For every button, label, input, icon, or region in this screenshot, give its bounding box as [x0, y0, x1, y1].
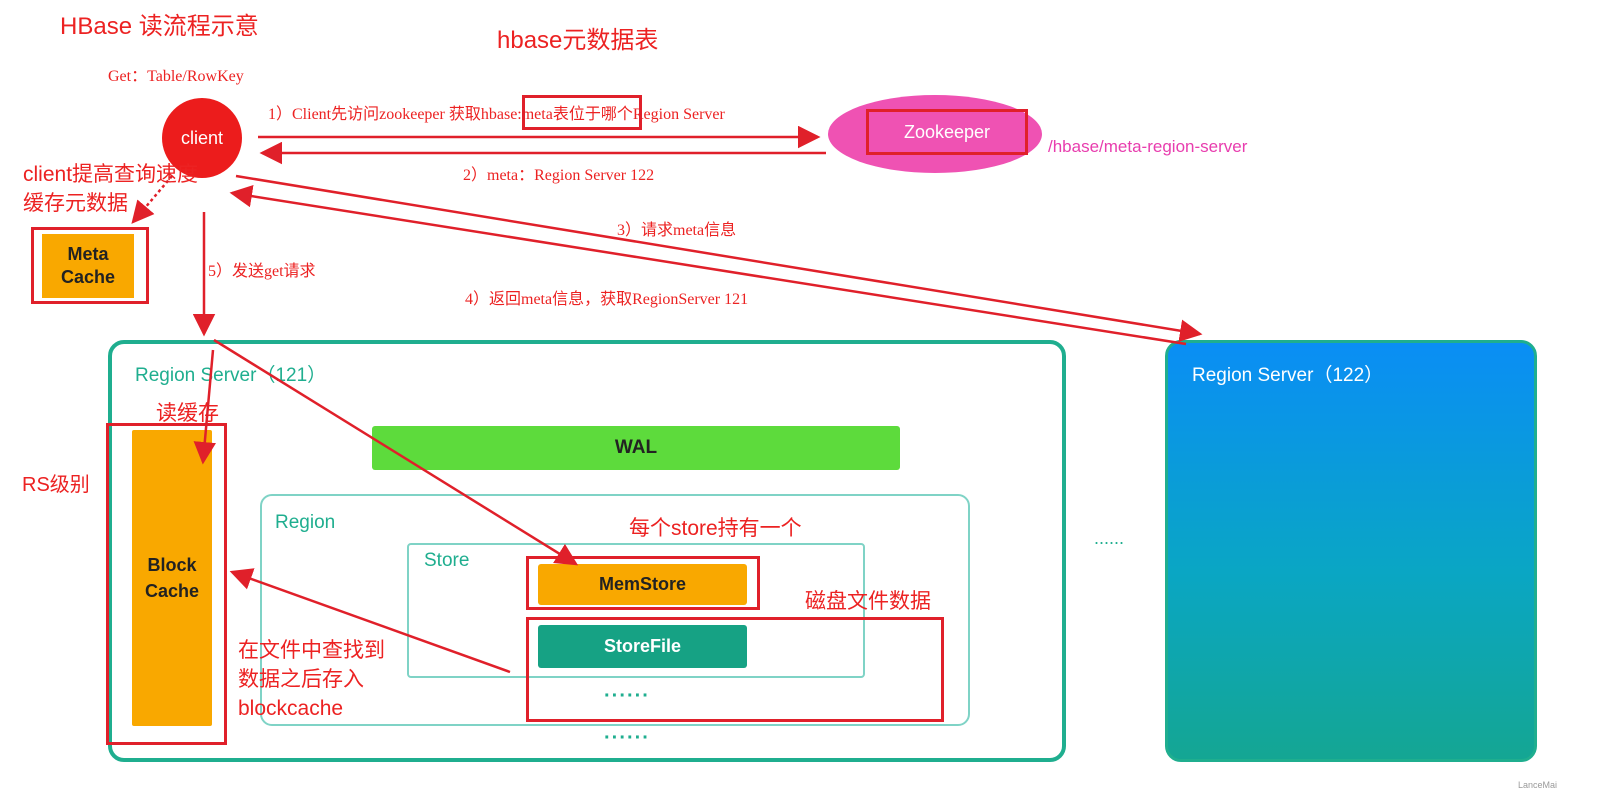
- zookeeper-ellipse: [828, 95, 1042, 173]
- client-label: client: [180, 127, 224, 148]
- client-cache-note-line1: client提高查询速度: [23, 163, 199, 186]
- zookeeper-node: Zookeeper: [866, 109, 1028, 155]
- rs-level-note: RS级别: [22, 474, 90, 496]
- step1-suffix: 位于哪个Region Server: [568, 106, 725, 123]
- region-server-122: [1165, 340, 1537, 762]
- memstore-highlight-box: [526, 556, 760, 610]
- meta-cache-highlight-box: [31, 227, 149, 304]
- between-servers-ellipsis: ......: [1094, 528, 1125, 548]
- region-box: [260, 494, 970, 726]
- step3-label: 3）请求meta信息: [617, 222, 737, 239]
- arrow-step3: [235, 174, 1203, 342]
- meta-table-title: hbase元数据表: [497, 27, 659, 54]
- memstore-label: MemStore: [598, 574, 687, 594]
- found-data-note-line2: 数据之后存入: [238, 668, 364, 691]
- zookeeper-label: Zookeeper: [903, 121, 991, 142]
- get-request-label: Get：Table/RowKey: [108, 68, 244, 85]
- region-label: Region: [275, 512, 336, 533]
- storefile-block: StoreFile: [538, 625, 747, 668]
- wal-bar: WAL: [372, 426, 900, 470]
- region-server-121: [108, 340, 1066, 762]
- arrow-store-to-blockcache: [229, 568, 511, 674]
- wal-label: WAL: [614, 437, 658, 458]
- arrow-step4: [229, 185, 1187, 346]
- store-box: [407, 543, 865, 678]
- client-node: client: [162, 98, 242, 178]
- arrow-read-blockcache: [193, 349, 216, 465]
- storefile-label: StoreFile: [603, 636, 682, 656]
- step2-label: 2）meta：Region Server 122: [463, 167, 655, 184]
- block-cache-label-line2: Cache: [144, 581, 200, 601]
- meta-cache: Meta Cache: [42, 234, 134, 298]
- client-cache-note-line2: 缓存元数据: [23, 192, 128, 215]
- per-store-note: 每个store持有一个: [629, 517, 802, 540]
- inner-ellipsis: ······: [604, 685, 650, 707]
- read-cache-note: 读缓存: [156, 402, 219, 425]
- meta-cache-label-line1: Meta: [67, 244, 109, 264]
- found-data-note-line3: blockcache: [238, 697, 344, 720]
- arrow-read-memstore: [213, 338, 579, 566]
- outer-ellipsis: ······: [604, 727, 650, 749]
- watermark: LanceMai: [1518, 780, 1558, 790]
- meta-table-highlight-box: [522, 95, 642, 130]
- found-data-note-line1: 在文件中查找到: [238, 639, 385, 662]
- meta-cache-label-line2: Cache: [60, 267, 116, 287]
- client-cache-note: client提高查询速度 缓存元数据: [23, 160, 198, 218]
- block-cache-highlight-box: [106, 423, 227, 745]
- arrow-client-to-metacache: [131, 175, 173, 224]
- region-server-122-label: Region Server（122）: [1192, 365, 1384, 386]
- block-cache: Block Cache: [132, 430, 212, 726]
- step5-label: 5）发送get请求: [208, 263, 316, 280]
- block-cache-label-line1: Block: [147, 555, 197, 575]
- step1-prefix: 1）Client先访问zookeeper 获取: [268, 106, 481, 123]
- diagram-title: HBase 读流程示意: [60, 13, 259, 40]
- found-data-note: 在文件中查找到 数据之后存入 blockcache: [238, 636, 385, 723]
- disk-data-highlight-box: [526, 617, 944, 722]
- zookeeper-path: /hbase/meta-region-server: [1048, 137, 1248, 156]
- memstore-block: MemStore: [538, 564, 747, 605]
- disk-data-note: 磁盘文件数据: [805, 590, 931, 613]
- store-label: Store: [424, 550, 470, 571]
- step4-label: 4）返回meta信息，获取RegionServer 121: [465, 291, 749, 308]
